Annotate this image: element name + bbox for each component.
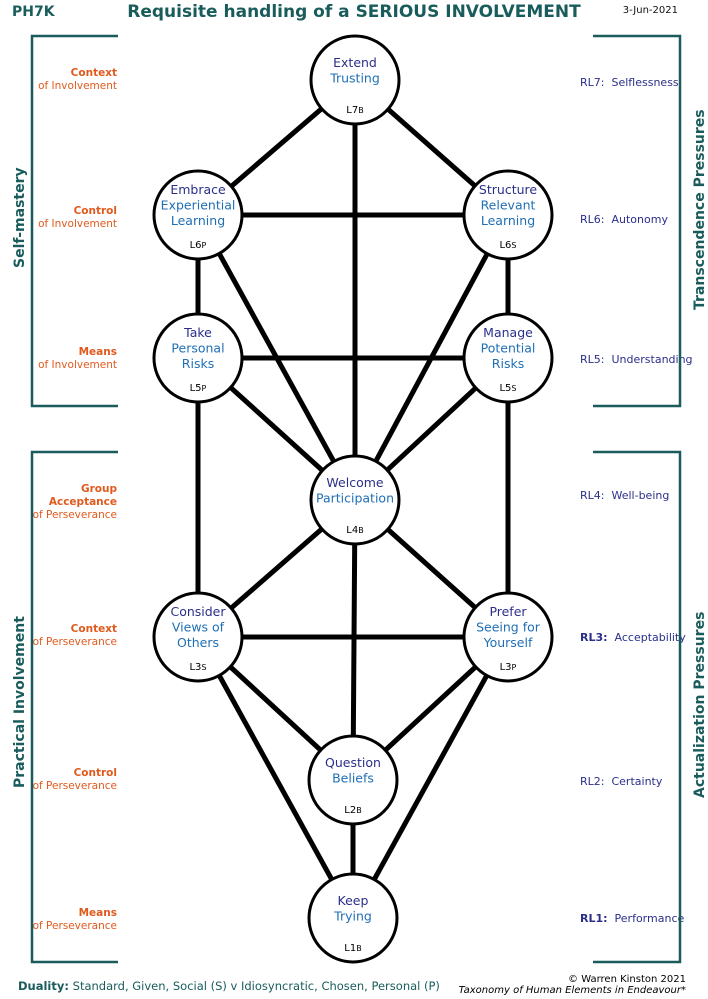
node-circle <box>462 591 554 683</box>
node-circle <box>152 169 244 261</box>
node-label-line: Personal <box>171 341 224 356</box>
date-label: 3-Jun-2021 <box>622 5 678 16</box>
node-label-line: Potential <box>481 341 536 356</box>
node-label-line: Learning <box>171 213 225 228</box>
node-circle <box>309 34 401 126</box>
node-label-line: Beliefs <box>332 771 374 786</box>
node-code: L2B <box>344 805 361 816</box>
node-circle <box>307 734 399 826</box>
node-label-line: Keep <box>338 893 369 908</box>
node-label-line: Extend <box>333 55 377 70</box>
node-code: L7B <box>346 105 363 116</box>
node-label-line: Take <box>183 325 212 340</box>
right-level-label: RL2: Certainty <box>580 775 663 788</box>
node-circle <box>152 312 244 404</box>
node-label-line: Question <box>325 755 381 770</box>
node-code: L6S <box>499 240 516 251</box>
node-label-line: Trusting <box>329 71 380 86</box>
node-label-line: Manage <box>483 325 533 340</box>
node-code: L5S <box>499 383 516 394</box>
right-level-label: RL4: Well-being <box>580 489 670 502</box>
node-code: L4B <box>346 525 363 536</box>
node-label-line: Learning <box>481 213 535 228</box>
right-level-label: RL7: Selflessness <box>580 76 679 89</box>
node-code: L6P <box>190 240 207 251</box>
node-label-line: Experiential <box>161 198 236 213</box>
node-code: L3S <box>189 662 206 673</box>
node-label-line: Participation <box>316 491 394 506</box>
node-label-line: Views of <box>172 620 225 635</box>
node-circle <box>462 312 554 404</box>
node-label-line: Consider <box>170 604 226 619</box>
right-bracket-top <box>593 34 682 408</box>
node-label-line: Risks <box>182 356 214 371</box>
duality-legend: Duality: Standard, Given, Social (S) v I… <box>18 979 440 993</box>
right-level-label: RL6: Autonomy <box>580 213 668 226</box>
node-label-line: Structure <box>479 182 537 197</box>
node-circle <box>152 591 244 683</box>
document-code: PH7K <box>12 4 55 20</box>
node-label-line: Relevant <box>481 198 536 213</box>
edge-L3S-L1B <box>195 635 356 920</box>
node-circle <box>462 169 554 261</box>
right-level-label: RL1: Performance <box>580 912 685 925</box>
edge-L4B-L2B <box>350 499 358 781</box>
left-bracket-top <box>30 34 118 408</box>
node-code: L5P <box>190 383 207 394</box>
edge-L3P-L1B <box>350 635 511 920</box>
node-circle <box>309 454 401 546</box>
node-code: L1B <box>344 943 361 954</box>
node-label-line: Others <box>177 635 219 650</box>
right-bracket-bottom <box>593 450 682 964</box>
node-circle <box>307 872 399 964</box>
node-label-line: Risks <box>492 356 524 371</box>
node-label-line: Yourself <box>483 635 533 650</box>
node-label-line: Seeing for <box>476 620 541 635</box>
copyright-text: © Warren Kinston 2021 <box>568 974 686 985</box>
right-level-label: RL5: Understanding <box>580 353 693 366</box>
node-label-line: Welcome <box>326 475 383 490</box>
right-level-label: RL3: Acceptability <box>580 631 686 644</box>
copyright-block: © Warren Kinston 2021 Taxonomy of Human … <box>459 974 686 996</box>
node-label-line: Embrace <box>170 182 226 197</box>
left-bracket-bottom <box>30 450 118 964</box>
node-label-line: Prefer <box>489 604 527 619</box>
taxonomy-text: Taxonomy of Human Elements in Endeavour* <box>458 985 686 996</box>
page-title: Requisite handling of a SERIOUS INVOLVEM… <box>127 2 581 22</box>
node-code: L3P <box>500 662 517 673</box>
node-label-line: Trying <box>333 909 372 924</box>
